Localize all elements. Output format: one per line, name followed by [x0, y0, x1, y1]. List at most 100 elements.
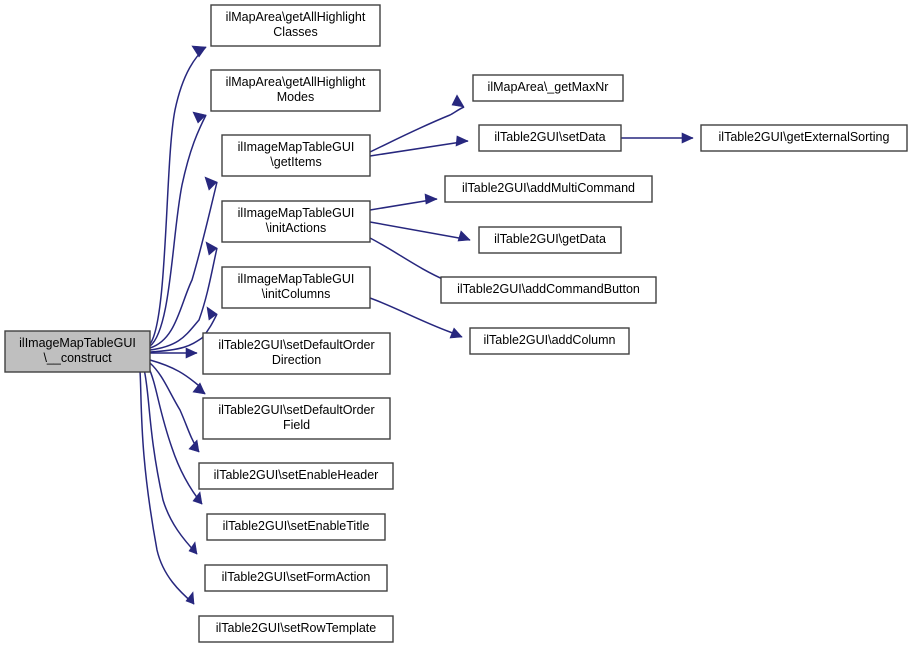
graph-node-setFormAction[interactable]: ilTable2GUI\setFormAction: [204, 564, 388, 592]
edge-line: [143, 368, 198, 555]
arrowhead-icon: [449, 327, 463, 339]
node-box[interactable]: [198, 615, 394, 643]
node-label-line: Classes: [273, 25, 317, 39]
arrowhead-icon: [188, 541, 198, 555]
node-label-line: \getItems: [270, 155, 321, 169]
node-label: ilTable2GUI\setFormAction: [222, 570, 371, 584]
node-label-line: ilTable2GUI\setDefaultOrder: [218, 338, 374, 352]
node-label-line: ilImageMapTableGUI: [238, 206, 355, 220]
node-label: ilTable2GUI\addCommandButton: [457, 282, 640, 296]
graph-node-setEnableHeader[interactable]: ilTable2GUI\setEnableHeader: [198, 462, 394, 490]
node-label-line: \initColumns: [262, 287, 331, 301]
node-label-line: ilImageMapTableGUI: [238, 272, 355, 286]
node-label-line: ilTable2GUI\setEnableHeader: [214, 468, 379, 482]
graph-node-setEnableTitle[interactable]: ilTable2GUI\setEnableTitle: [206, 513, 386, 541]
node-label-line: ilTable2GUI\setEnableTitle: [223, 519, 370, 533]
graph-node-getExternalSorting[interactable]: ilTable2GUI\getExternalSorting: [700, 124, 908, 152]
graph-node-initColumns[interactable]: ilImageMapTableGUI\initColumns: [221, 266, 371, 309]
call-edge-root-to-getAllHighlightClasses: [149, 45, 207, 345]
node-label: ilMapArea\_getMaxNr: [488, 80, 609, 94]
node-box[interactable]: [206, 513, 386, 541]
node-box[interactable]: [210, 69, 381, 112]
node-label: ilTable2GUI\addColumn: [483, 333, 615, 347]
arrowhead-icon: [192, 382, 206, 395]
node-box[interactable]: [472, 74, 624, 102]
node-box[interactable]: [469, 327, 630, 355]
graph-node-getItems[interactable]: ilImageMapTableGUI\getItems: [221, 134, 371, 177]
node-box[interactable]: [221, 134, 371, 177]
graph-node-setData[interactable]: ilTable2GUI\setData: [478, 124, 622, 152]
edge-line: [147, 365, 203, 505]
graph-node-addColumn[interactable]: ilTable2GUI\addColumn: [469, 327, 630, 355]
node-label: ilTable2GUI\setEnableHeader: [214, 468, 379, 482]
node-box[interactable]: [440, 276, 657, 304]
edge-line: [149, 46, 207, 345]
call-edge-root-to-setEnableTitle: [147, 365, 203, 505]
node-label-line: ilTable2GUI\setRowTemplate: [216, 621, 377, 635]
graph-node-root[interactable]: ilImageMapTableGUI\__construct: [4, 330, 151, 373]
arrowhead-icon: [204, 176, 218, 191]
node-label: ilImageMapTableGUI\__construct: [19, 336, 136, 365]
call-edge-getItems-to-setData: [369, 135, 469, 157]
arrowhead-icon: [451, 94, 465, 108]
graph-node-initActions[interactable]: ilImageMapTableGUI\initActions: [221, 200, 371, 243]
graph-node-setRowTemplate[interactable]: ilTable2GUI\setRowTemplate: [198, 615, 394, 643]
call-edge-root-to-initActions: [149, 241, 218, 351]
node-label: ilTable2GUI\setRowTemplate: [216, 621, 377, 635]
node-box[interactable]: [210, 4, 381, 47]
node-label-line: ilMapArea\_getMaxNr: [488, 80, 609, 94]
edge-line: [369, 221, 471, 241]
edge-line: [149, 181, 218, 349]
node-box[interactable]: [202, 397, 391, 440]
node-box[interactable]: [221, 200, 371, 243]
node-box[interactable]: [202, 332, 391, 375]
edge-line: [149, 247, 218, 351]
node-label: ilTable2GUI\addMultiCommand: [462, 181, 635, 195]
arrowhead-icon: [457, 230, 471, 242]
graph-node-addMultiCommand[interactable]: ilTable2GUI\addMultiCommand: [444, 175, 653, 203]
arrowhead-icon: [191, 45, 207, 58]
node-label-line: ilTable2GUI\setDefaultOrder: [218, 403, 374, 417]
node-box[interactable]: [4, 330, 151, 373]
arrowhead-icon: [206, 306, 218, 321]
graph-node-_getMaxNr[interactable]: ilMapArea\_getMaxNr: [472, 74, 624, 102]
call-edge-initActions-to-addMultiCommand: [369, 193, 438, 211]
node-label-line: ilMapArea\getAllHighlight: [226, 10, 366, 24]
call-edge-root-to-setDefaultOrderDirection: [150, 347, 198, 359]
call-edge-root-to-initColumns: [149, 306, 218, 353]
node-box[interactable]: [444, 175, 653, 203]
arrowhead-icon: [185, 347, 198, 359]
node-box[interactable]: [478, 124, 622, 152]
node-label-line: ilTable2GUI\addColumn: [483, 333, 615, 347]
edge-line: [149, 114, 207, 347]
arrowhead-icon: [192, 491, 203, 505]
node-label-line: ilTable2GUI\setFormAction: [222, 570, 371, 584]
node-label-line: ilImageMapTableGUI: [19, 336, 136, 350]
node-label: ilImageMapTableGUI\initActions: [238, 206, 355, 235]
node-label-line: ilTable2GUI\getData: [494, 232, 606, 246]
node-box[interactable]: [204, 564, 388, 592]
graph-node-getData[interactable]: ilTable2GUI\getData: [478, 226, 622, 254]
arrowhead-icon: [192, 111, 207, 124]
call-edge-initColumns-to-addColumn: [369, 297, 463, 339]
node-label-line: ilMapArea\getAllHighlight: [226, 75, 366, 89]
node-label-line: ilImageMapTableGUI: [238, 140, 355, 154]
call-edge-root-to-setEnableHeader: [149, 362, 200, 453]
node-label-line: Direction: [272, 353, 321, 367]
graph-node-addCommandButton[interactable]: ilTable2GUI\addCommandButton: [440, 276, 657, 304]
node-label: ilImageMapTableGUI\getItems: [238, 140, 355, 169]
edge-line: [369, 297, 463, 338]
node-box[interactable]: [198, 462, 394, 490]
edge-line: [369, 106, 465, 153]
node-box[interactable]: [700, 124, 908, 152]
node-box[interactable]: [478, 226, 622, 254]
node-box[interactable]: [221, 266, 371, 309]
node-label: ilTable2GUI\setEnableTitle: [223, 519, 370, 533]
node-label-line: ilTable2GUI\setData: [494, 130, 605, 144]
